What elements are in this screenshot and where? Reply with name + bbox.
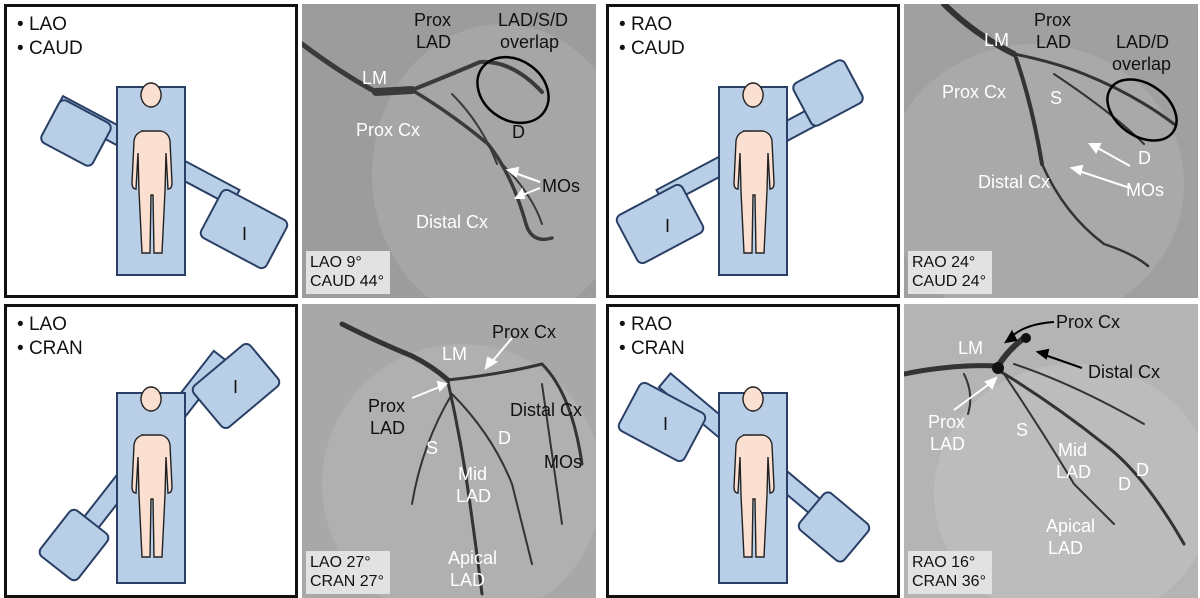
x-ray-tube — [797, 491, 871, 563]
label-lad: LAD — [416, 32, 452, 52]
projection-angles: LAO 27° CRAN 27° — [306, 551, 390, 594]
c-arm-illustration: I — [617, 371, 871, 584]
label-lm: LM — [362, 68, 388, 88]
c-arm-diagram-rao-cran: RAO CRAN I — [606, 304, 900, 598]
overlap-circle — [1106, 78, 1178, 142]
label-distal-cx: Distal Cx — [416, 212, 489, 232]
view-bullets: RAO CRAN — [619, 313, 685, 361]
angiogram-lao-cran: LM Prox Cx Prox LAD Distal Cx S D MOs Mi… — [302, 304, 596, 598]
label-distal-cx: Distal Cx — [978, 172, 1051, 192]
label-lad-s-d: LAD/S/D — [498, 10, 569, 30]
label-lm: LM — [984, 30, 1010, 50]
image-intensifier — [199, 188, 289, 270]
label-d: D — [498, 428, 511, 448]
label-mos: MOs — [542, 176, 580, 196]
label-apical: Apical — [1046, 516, 1096, 536]
intensifier-label: I — [242, 224, 247, 244]
patient-figure — [733, 386, 775, 558]
label-overlap: overlap — [1112, 54, 1172, 74]
label-apical: Apical — [448, 548, 498, 568]
label-apical-lad: LAD — [450, 570, 486, 590]
angiogram-vessels — [302, 4, 596, 298]
x-ray-tube — [792, 59, 864, 127]
overlap-circle — [476, 55, 550, 125]
label-d: D — [512, 122, 525, 142]
c-arm-diagram-rao-caud: RAO CAUD I — [606, 4, 900, 298]
label-s: S — [1050, 88, 1063, 108]
label-lad: LAD — [930, 434, 966, 454]
c-arm-diagram-lao-caud: LAO CAUD I — [4, 4, 298, 298]
c-arm-illustration: I — [38, 342, 281, 584]
angiogram-lao-caud: Prox LAD LAD/S/D overlap LM Prox Cx D MO… — [302, 4, 596, 298]
image-intensifier — [191, 342, 281, 430]
label-lad-d: LAD/D — [1116, 32, 1170, 52]
label-lm: LM — [442, 344, 468, 364]
angiogram-vessels — [302, 304, 596, 598]
image-intensifier — [615, 183, 705, 265]
patient-table — [718, 86, 788, 276]
label-mos: MOs — [544, 452, 582, 472]
projection-angles: RAO 24° CAUD 24° — [908, 251, 992, 294]
label-prox-cx: Prox Cx — [942, 82, 1007, 102]
label-mos: MOs — [1126, 180, 1164, 200]
label-mid: Mid — [458, 464, 488, 484]
intensifier-label: I — [233, 377, 238, 397]
x-ray-tube — [40, 99, 112, 167]
angiogram-rao-caud: LM Prox LAD LAD/D overlap Prox Cx S D Di… — [904, 4, 1198, 298]
label-mid-lad: LAD — [456, 486, 492, 506]
label-distal-cx: Distal Cx — [510, 400, 583, 420]
angiogram-rao-cran: Prox Cx LM Distal Cx Prox LAD S Mid LAD … — [904, 304, 1198, 598]
x-ray-tube — [38, 508, 110, 582]
c-arm-illustration: I — [40, 82, 289, 276]
angiogram-vessels — [904, 304, 1198, 598]
projection-angles: LAO 9° CAUD 44° — [306, 251, 390, 294]
angiogram-vessels — [904, 4, 1198, 298]
label-prox-cx: Prox Cx — [492, 322, 557, 342]
intensifier-label: I — [665, 216, 670, 236]
label-lm: LM — [958, 338, 984, 358]
label-prox: Prox — [368, 396, 406, 416]
label-lad: LAD — [1036, 32, 1072, 52]
label-s: S — [426, 438, 439, 458]
label-prox: Prox — [414, 10, 452, 30]
label-s: S — [1016, 420, 1029, 440]
label-overlap: overlap — [500, 32, 560, 52]
view-bullets: RAO CAUD — [619, 13, 685, 61]
view-bullets: LAO CRAN — [17, 313, 83, 361]
label-mid-lad: LAD — [1056, 462, 1092, 482]
view-bullets: LAO CAUD — [17, 13, 83, 61]
label-d-2: D — [1136, 460, 1149, 480]
label-prox: Prox — [928, 412, 966, 432]
c-arm-diagram-lao-cran: LAO CRAN I — [4, 304, 298, 598]
label-prox: Prox — [1034, 10, 1072, 30]
patient-figure — [131, 82, 173, 254]
image-intensifier — [617, 381, 707, 463]
patient-figure — [733, 82, 775, 254]
c-arm-illustration: I — [615, 59, 864, 276]
intensifier-label: I — [663, 414, 668, 434]
label-mid: Mid — [1058, 440, 1088, 460]
patient-figure — [131, 386, 173, 558]
label-distal-cx: Distal Cx — [1088, 362, 1161, 382]
label-apical-lad: LAD — [1048, 538, 1084, 558]
label-d-1: D — [1118, 474, 1131, 494]
projection-angles: RAO 16° CRAN 36° — [908, 551, 992, 594]
label-prox-cx: Prox Cx — [356, 120, 421, 140]
label-lad: LAD — [370, 418, 406, 438]
label-d: D — [1138, 148, 1151, 168]
label-prox-cx: Prox Cx — [1056, 312, 1121, 332]
